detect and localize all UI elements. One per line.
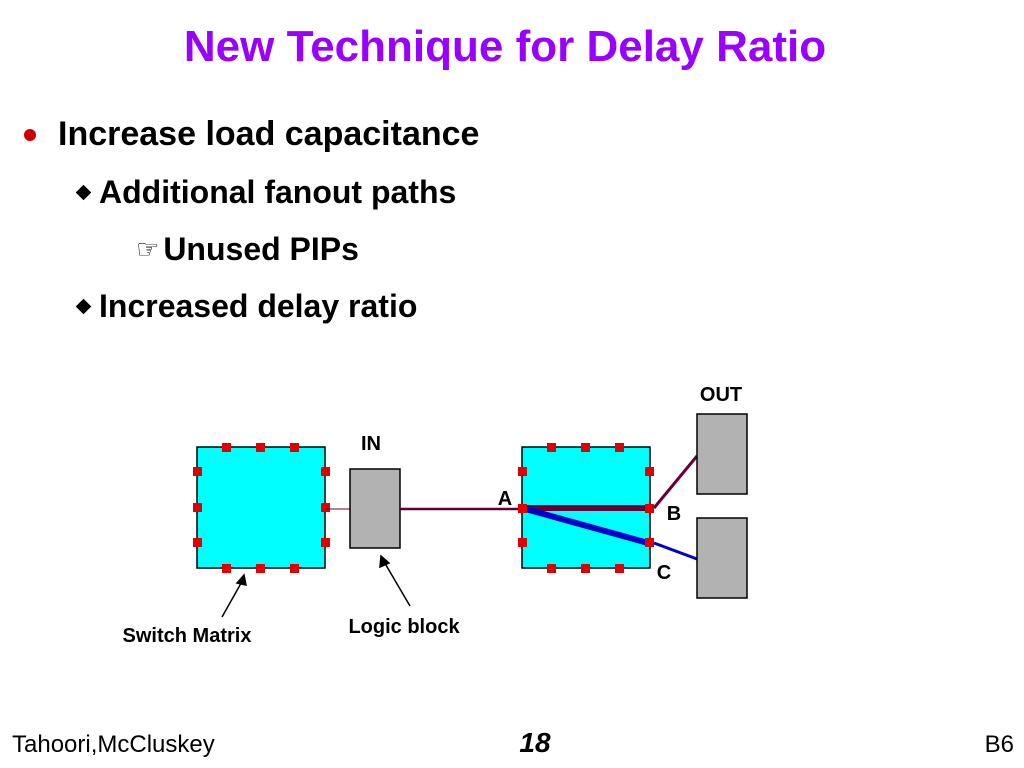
logic-block-out xyxy=(696,413,748,495)
annotation-arrows xyxy=(221,554,411,618)
label-in: IN xyxy=(361,433,381,455)
bullet-text: Unused PIPs xyxy=(163,231,359,267)
internal-path-a-c xyxy=(521,505,649,546)
arrow-logic-block xyxy=(382,559,411,607)
footer-author: Tahoori,McCluskey xyxy=(12,731,215,758)
label-logic-block: Logic block xyxy=(348,616,460,638)
footer-page-number: 18 xyxy=(519,727,551,758)
bullet-increase-load-capacitance: Increase load capacitance xyxy=(24,115,479,154)
bullet-unused-pips: ☞ Unused PIPs xyxy=(136,231,359,268)
bullet-additional-fanout-paths: Additional fanout paths xyxy=(75,174,457,211)
label-out: OUT xyxy=(700,384,742,406)
left-switch-matrix xyxy=(193,443,330,573)
logic-block-fanout xyxy=(696,517,748,599)
arrow-head-switch-matrix-icon xyxy=(235,573,247,586)
label-b: B xyxy=(667,503,681,525)
left-switch-matrix-pips xyxy=(193,443,330,573)
wire-c-to-fanout xyxy=(653,541,698,561)
wire-b-to-out xyxy=(652,455,699,509)
label-switch-matrix: Switch Matrix xyxy=(123,625,252,647)
footer-slide-code: B6 xyxy=(984,731,1014,758)
bullet-text: Additional fanout paths xyxy=(99,174,457,210)
left-switch-matrix-box xyxy=(196,446,326,569)
bullet-increased-delay-ratio: Increased delay ratio xyxy=(75,288,418,325)
arrow-head-logic-block-icon xyxy=(379,554,391,569)
right-switch-matrix-pips xyxy=(518,443,654,573)
logic-block-in xyxy=(349,468,401,549)
label-c: C xyxy=(657,562,671,584)
red-dot-bullet-icon xyxy=(24,128,36,141)
bullet-text: Increased delay ratio xyxy=(99,288,418,324)
right-switch-matrix xyxy=(518,443,654,573)
bullet-text: Increase load capacitance xyxy=(58,115,480,153)
label-a: A xyxy=(498,488,512,510)
pointing-hand-icon: ☞ xyxy=(136,234,160,264)
slide-title: New Technique for Delay Ratio xyxy=(183,22,827,71)
